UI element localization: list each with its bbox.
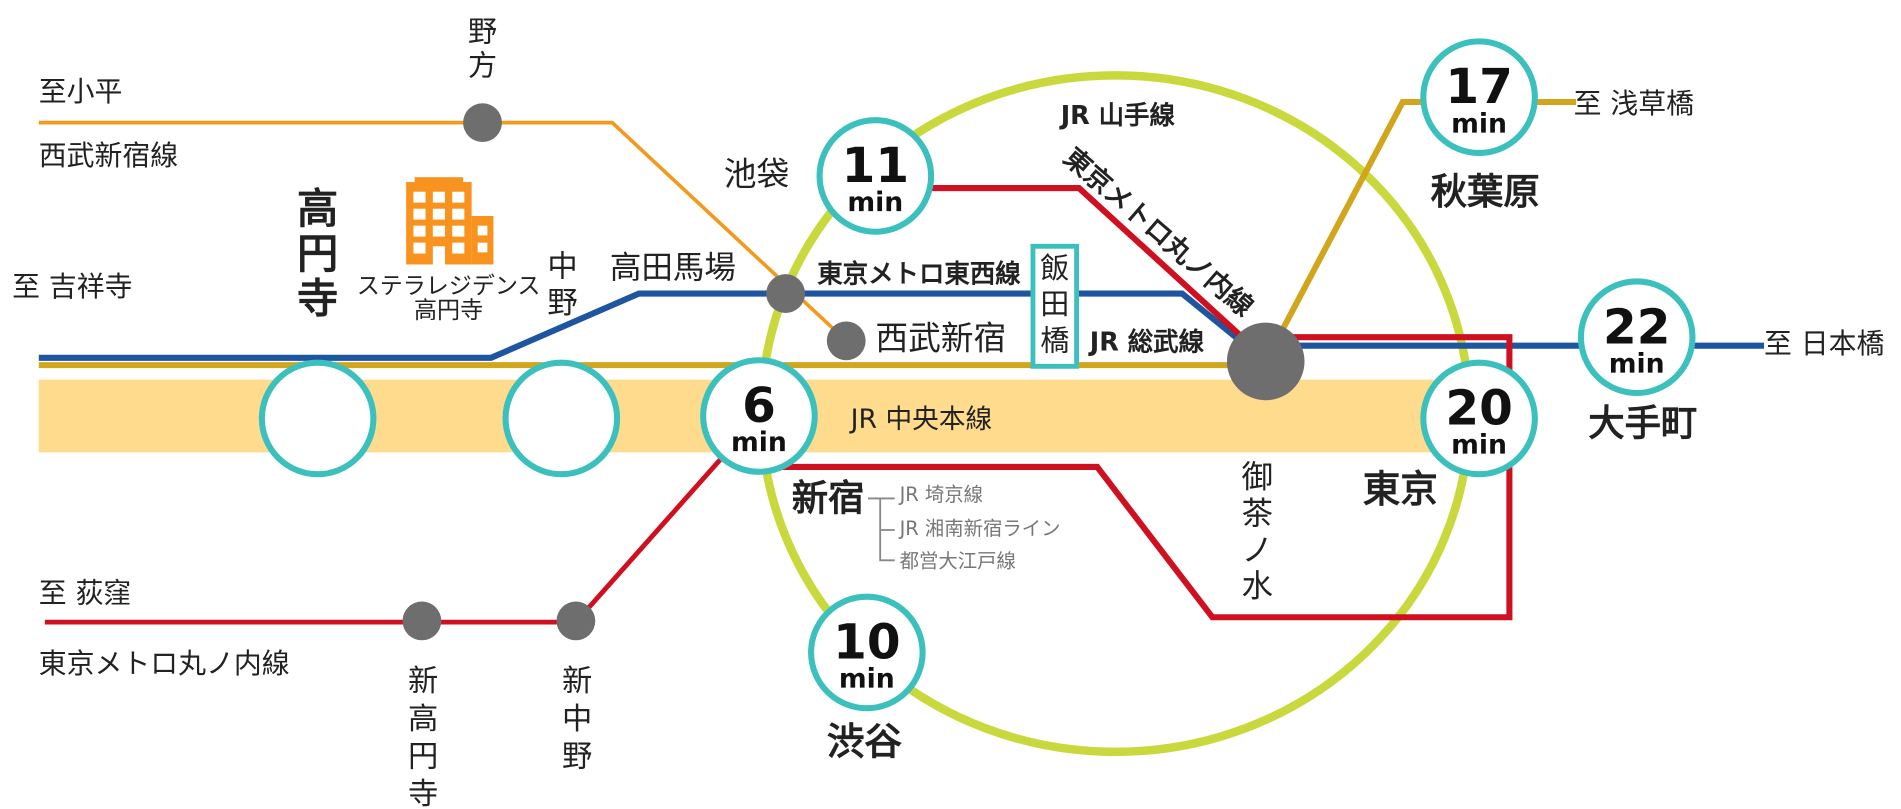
station-label-nakano: 中野 <box>547 250 577 321</box>
sobu-line-east <box>1263 98 1577 363</box>
badge-ring <box>1420 38 1538 156</box>
travel-time-value: 17 <box>1445 59 1512 115</box>
tozai-line <box>38 290 1268 364</box>
travel-time-value: 10 <box>833 614 900 670</box>
travel-time-unit: min <box>1609 348 1665 379</box>
travel-time-value: 6 <box>742 378 776 434</box>
station-box-iidabashi <box>1030 243 1080 369</box>
travel-time-unit: min <box>731 427 787 458</box>
travel-time-badge-shinjuku: 6 min <box>700 357 818 475</box>
travel-time-badge-shibuya: 10 min <box>808 593 926 712</box>
transfer-line-label: JR 埼京線 <box>899 483 983 506</box>
station-dot-ochanomizu <box>1226 322 1305 401</box>
travel-time-value: 20 <box>1445 381 1512 437</box>
travel-time-unit: min <box>1451 108 1507 139</box>
marunouchi-line-loop <box>758 334 1513 621</box>
station-label-shibuya: 渋谷 <box>827 719 903 763</box>
marunouchi-line-north <box>875 185 1263 357</box>
badge-ring <box>1420 359 1538 478</box>
travel-time-unit: min <box>1451 430 1507 461</box>
building-icon <box>406 177 494 265</box>
travel-time-badge-otemachi: 22 min <box>1577 278 1696 397</box>
line-label-yamanote: JR 山手線 <box>1059 101 1176 131</box>
property-name-line1: ステラレジデンス <box>357 274 541 300</box>
destination-label-kodaira: 至小平 <box>39 75 123 108</box>
seibu-shinjuku-line <box>38 120 848 343</box>
badge-ring <box>1577 278 1696 397</box>
destination-label-kichijoji: 至 吉祥寺 <box>12 270 132 303</box>
travel-time-unit: min <box>839 664 895 695</box>
destination-label-asakusabashi: 至 浅草橋 <box>1574 87 1694 120</box>
station-label-otemachi: 大手町 <box>1588 401 1697 444</box>
station-dot-shin-koenji <box>402 601 442 641</box>
station-dot-shin-nakano <box>556 601 596 641</box>
station-badge-koenji <box>258 359 377 478</box>
property-name-line2: 高円寺 <box>414 298 483 324</box>
station-dot-takadanobaba <box>766 274 806 313</box>
badge-ring <box>816 117 935 235</box>
station-label-shinjuku: 新宿 <box>792 477 865 520</box>
station-label-shin-nakano: 新中野 <box>562 664 592 774</box>
station-dot-seibu-shinjuku <box>826 321 866 361</box>
travel-time-unit: min <box>847 187 903 218</box>
travel-time-badge-tokyo: 20 min <box>1420 359 1538 478</box>
station-label-seibu-shinjuku: 西武新宿 <box>875 319 1006 357</box>
travel-time-value: 22 <box>1603 299 1670 355</box>
station-label-ochanomizu: 御茶ノ水 <box>1241 460 1273 605</box>
station-label-tokyo: 東京 <box>1363 467 1438 511</box>
transfer-line-label: JR 湘南新宿ライン <box>899 517 1061 540</box>
station-label-ikebukuro: 池袋 <box>724 156 789 194</box>
station-label-nogata: 野方 <box>468 14 497 82</box>
line-label-sobu: JR 総武線 <box>1088 328 1205 358</box>
travel-time-badge-akihabara: 17 min <box>1420 38 1538 156</box>
transfer-bracket <box>868 497 895 562</box>
line-label-tozai: 東京メトロ東西線 <box>817 260 1021 290</box>
line-label-seibu-shinjuku: 西武新宿線 <box>39 139 178 172</box>
station-label-iidabashi: 飯田橋 <box>1040 251 1069 358</box>
destination-label-ogikubo: 至 荻窪 <box>39 577 132 610</box>
destination-label-nihonbashi: 至 日本橋 <box>1764 327 1884 360</box>
station-dot-nogata <box>463 103 502 143</box>
station-label-takadanobaba: 高田馬場 <box>610 250 736 286</box>
building-windows <box>413 191 488 265</box>
station-label-koenji: 高円寺 <box>297 185 338 323</box>
station-label-akihabara: 秋葉原 <box>1431 170 1540 213</box>
line-label-chuo: JR 中央本線 <box>849 404 992 435</box>
station-badge-nakano <box>502 359 621 478</box>
travel-time-value: 11 <box>842 138 909 194</box>
line-label-marunouchi: 東京メトロ丸ノ内線 <box>39 647 290 680</box>
station-label-shin-koenji: 新高円寺 <box>408 664 438 809</box>
badge-ring <box>700 357 818 475</box>
badge-ring <box>808 593 926 712</box>
transfer-line-label: 都営大江戸線 <box>900 550 1016 573</box>
travel-time-badge-ikebukuro: 11 min <box>816 117 935 235</box>
